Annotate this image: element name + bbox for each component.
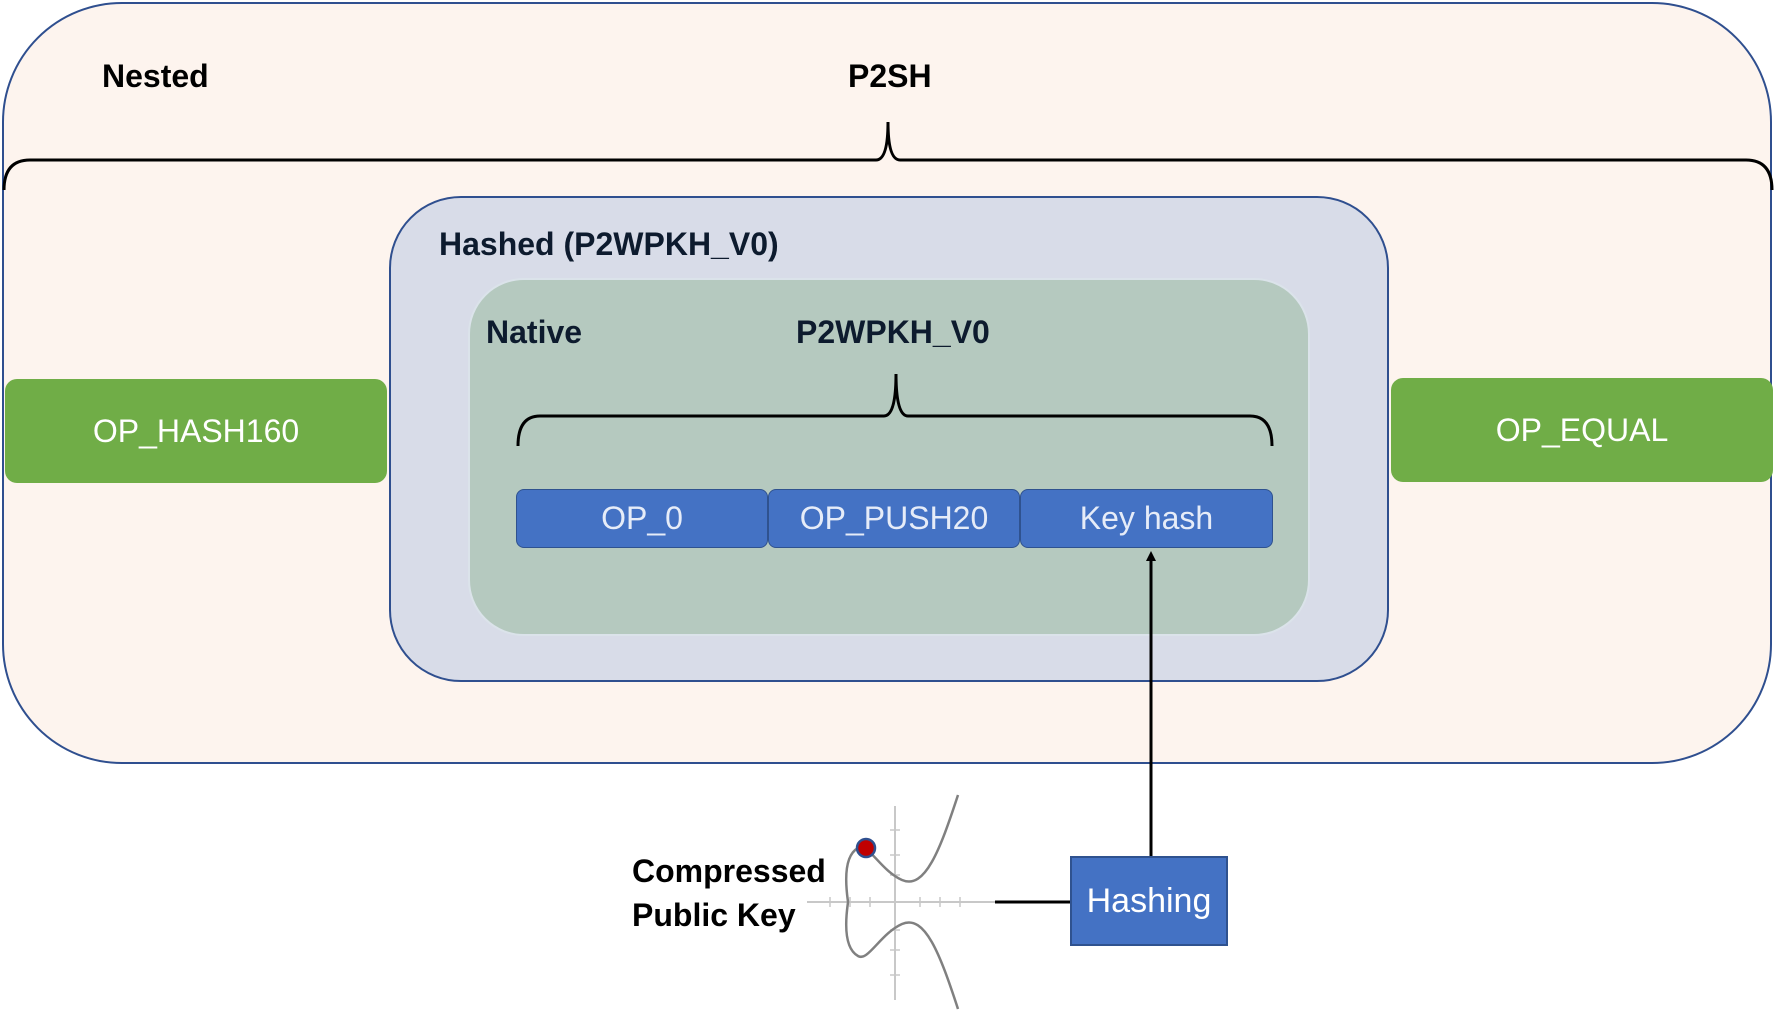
p2wpkh-v0-label: P2WPKH_V0 — [796, 314, 990, 350]
op-0-cell: OP_0 — [516, 489, 768, 548]
p2wpkh-brace — [516, 373, 1274, 447]
compressed-public-key-label: Compressed Public Key — [632, 849, 826, 937]
hashing-box: Hashing — [1070, 856, 1228, 946]
elliptic-curve-icon — [807, 794, 995, 1010]
native-label: Native — [486, 314, 583, 350]
op-push20-cell: OP_PUSH20 — [768, 489, 1020, 548]
hashed-label: Hashed (P2WPKH_V0) — [439, 226, 779, 262]
p2sh-label: P2SH — [848, 58, 932, 94]
key-hash-cell: Key hash — [1020, 489, 1273, 548]
compressed-public-key-line2: Public Key — [632, 897, 796, 933]
curve-point-icon — [855, 837, 877, 859]
compressed-public-key-line1: Compressed — [632, 853, 826, 889]
nested-label: Nested — [102, 58, 209, 94]
op-hash160-block: OP_HASH160 — [5, 379, 387, 483]
op-equal-block: OP_EQUAL — [1391, 378, 1773, 482]
p2sh-brace — [2, 121, 1774, 191]
native-p2wpkh-container — [468, 278, 1310, 636]
